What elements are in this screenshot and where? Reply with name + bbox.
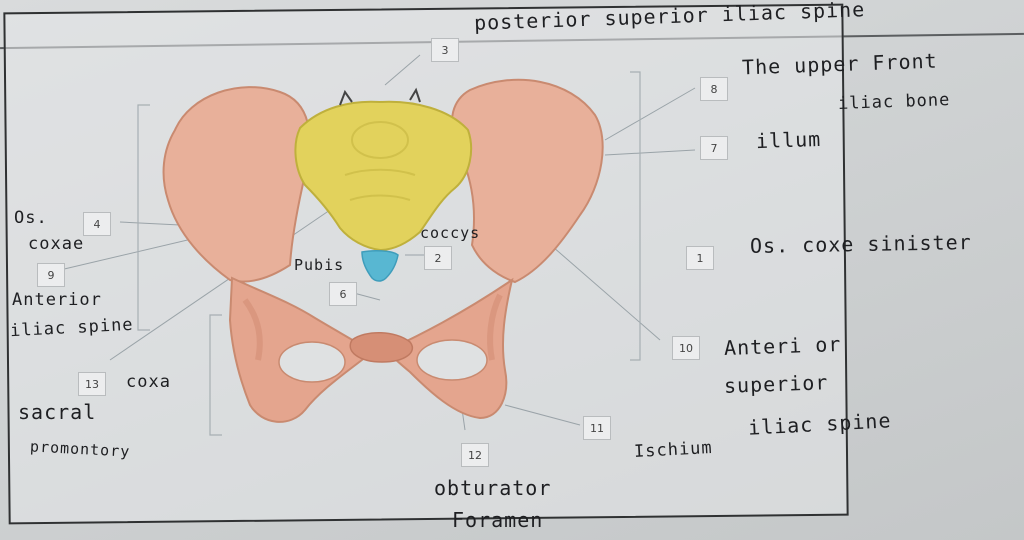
left-ilium xyxy=(164,87,310,282)
number-box-9[interactable]: 9 xyxy=(37,263,65,287)
label-obturator-line2: Foramen xyxy=(452,508,543,532)
right-obturator-foramen xyxy=(417,340,487,380)
number-box-6[interactable]: 6 xyxy=(329,282,357,306)
number-box-10[interactable]: 10 xyxy=(672,336,700,360)
label-anterior-superior-line2: superior xyxy=(724,370,829,398)
number-box-11[interactable]: 11 xyxy=(583,416,611,440)
label-obturator-line1: obturator xyxy=(434,476,551,500)
label-os-coxe-sinister: Os. coxe sinister xyxy=(750,230,972,258)
label-anterior-superior-line1: Anteri or xyxy=(724,332,842,360)
left-obturator-foramen xyxy=(279,342,345,382)
label-coxa: coxa xyxy=(126,372,171,392)
label-illum: illum xyxy=(756,127,822,153)
coccyx xyxy=(362,251,398,281)
number-box-12[interactable]: 12 xyxy=(461,443,489,467)
pubic-symphysis xyxy=(350,333,412,362)
label-upper-front-line2: iliac bone xyxy=(838,90,951,114)
number-box-1[interactable]: 1 xyxy=(686,246,714,270)
label-anterior-iliac-line1: Anterior xyxy=(12,290,102,310)
label-ischium: Ischium xyxy=(634,438,714,462)
number-box-2[interactable]: 2 xyxy=(424,246,452,270)
label-pubis: Pubis xyxy=(294,256,344,274)
number-box-4[interactable]: 4 xyxy=(83,212,111,236)
right-ilium xyxy=(452,80,603,282)
label-os-coxae-line2: coxae xyxy=(28,234,84,254)
number-box-3[interactable]: 3 xyxy=(431,38,459,62)
label-os-coxae-line1: Os. xyxy=(14,208,48,228)
label-coccys: coccys xyxy=(420,224,480,242)
number-box-7[interactable]: 7 xyxy=(700,136,728,160)
number-box-13[interactable]: 13 xyxy=(78,372,106,396)
label-sacral-line1: sacral xyxy=(18,400,96,424)
number-box-8[interactable]: 8 xyxy=(700,77,728,101)
